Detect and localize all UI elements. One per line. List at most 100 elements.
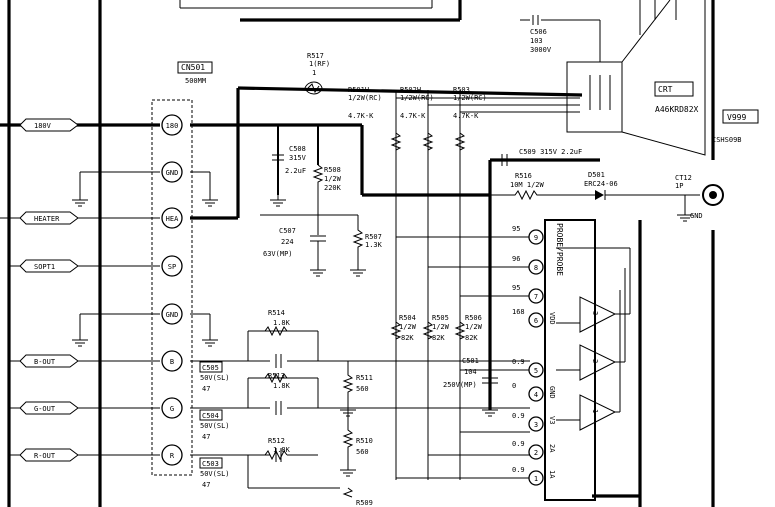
connector-pin [161, 350, 183, 372]
r514-val: 1.8K [273, 319, 291, 327]
input-arrow [19, 259, 79, 273]
labels: CN501 500MM CRT A46KRD82X V999 ISHS09B C… [177, 28, 746, 507]
connector-sub: 500MM [185, 77, 206, 85]
r508-ref: R508 [324, 166, 341, 174]
r511-ref: R511 [356, 374, 373, 382]
ic-pin-voltage: 0.9 [512, 412, 525, 420]
c505-val2: 47 [202, 385, 210, 393]
ic-pin-number: 8 [534, 264, 538, 272]
r504-val: 1/2W [399, 323, 417, 331]
r508-val2: 220K [324, 184, 342, 192]
ic-pin [528, 386, 544, 402]
connector-pin [161, 397, 183, 419]
c505-ref: C505 [202, 364, 219, 372]
ic-body [544, 219, 596, 501]
r504-val2: 82K [401, 334, 414, 342]
input-arrow [19, 401, 79, 415]
r517-val: 1(RF) [309, 60, 330, 68]
r506-val: 1/2W [465, 323, 483, 331]
r512-val: 1.8K [273, 446, 291, 454]
input-arrow [19, 354, 79, 368]
c507-ref: C507 [279, 227, 296, 235]
ic-pin [528, 362, 544, 378]
c506-val2: 3000V [530, 46, 552, 54]
r511-val: 560 [356, 385, 369, 393]
c506 [520, 15, 601, 62]
input-arrow [19, 448, 79, 462]
connector-pin-label: 180 [166, 122, 179, 130]
ic-pin-voltage: 95 [512, 225, 520, 233]
connector-pin-label: GND [166, 169, 179, 177]
amp-number: 2 [591, 359, 599, 363]
ic-pin [528, 470, 544, 486]
c509-r516-d501 [490, 154, 724, 215]
gnd-label: GND [690, 212, 703, 220]
r510-ref: R510 [356, 437, 373, 445]
r507-val: 1.3K [365, 241, 383, 249]
amp-number: 3 [591, 311, 599, 315]
ic-pin-number: 7 [534, 293, 538, 301]
test-point: CT12 [675, 174, 692, 182]
r507-ref: R507 [365, 233, 382, 241]
connector-pin [161, 255, 183, 277]
ic-amplifiers [556, 247, 631, 431]
c501 [460, 369, 530, 384]
connector-pin-label: SP [168, 263, 176, 271]
r514-ref: R514 [268, 309, 285, 317]
c508-val2: 2.2uF [285, 167, 306, 175]
c504-val: 50V(SL) [200, 422, 230, 430]
c504-val2: 47 [202, 433, 210, 441]
r501-ref: R501H [348, 86, 369, 94]
cathode-resistors [390, 90, 580, 480]
c503-val2: 47 [202, 481, 210, 489]
crt-model: A46KRD82X [655, 105, 699, 114]
connector-pin-label: GND [166, 311, 179, 319]
input-arrow [19, 118, 79, 132]
c501-val2: 250V(MP) [443, 381, 477, 389]
c508-r508 [272, 154, 324, 215]
r513-ref: R513 [268, 372, 285, 380]
r516-val: 10M 1/2W [510, 181, 545, 189]
r516-ref: R516 [515, 172, 532, 180]
crt-label: CRT [658, 85, 673, 94]
net-180v [190, 123, 490, 197]
ic-pin-name: GND [548, 386, 556, 399]
ic-pin-number: 6 [534, 317, 538, 325]
input-label: 180V [34, 122, 52, 130]
r503-ref: R503 [453, 86, 470, 94]
amp-number: 1 [591, 409, 599, 413]
c506-ref: C506 [530, 28, 547, 36]
r505-ref: R505 [432, 314, 449, 322]
connector-pin [161, 207, 183, 229]
connector-pin-label: G [170, 405, 174, 413]
ic-pin-number: 1 [534, 475, 538, 483]
r513-val: 1.8K [273, 382, 291, 390]
ic-pin-number: 4 [534, 391, 538, 399]
connector-pin [161, 444, 183, 466]
input-label: G-OUT [34, 405, 56, 413]
board-outline [7, 0, 715, 507]
ic-pin [528, 312, 544, 328]
crt-ref: V999 [727, 113, 746, 122]
c503-val: 50V(SL) [200, 470, 230, 478]
connector-pin [161, 114, 183, 136]
input-label: HEATER [34, 215, 60, 223]
d501-ref: D501 [588, 171, 605, 179]
input-label: SOPT1 [34, 263, 55, 271]
ic-pin [528, 259, 544, 275]
r506-val2: 82K [465, 334, 478, 342]
crt-socket: ISHS09B [712, 136, 742, 144]
r517-ref: R517 [307, 52, 324, 60]
r503-val: 1/2W(RC) [453, 94, 487, 102]
feedback-network [190, 325, 530, 498]
ic-pin [528, 288, 544, 304]
ic-pin-voltage: 0.9 [512, 358, 525, 366]
ic-pin-voltage: 96 [512, 255, 520, 263]
r503-val2: 4.7K-K [453, 112, 479, 120]
r505-val2: 82K [432, 334, 445, 342]
crt-outline [566, 0, 759, 156]
